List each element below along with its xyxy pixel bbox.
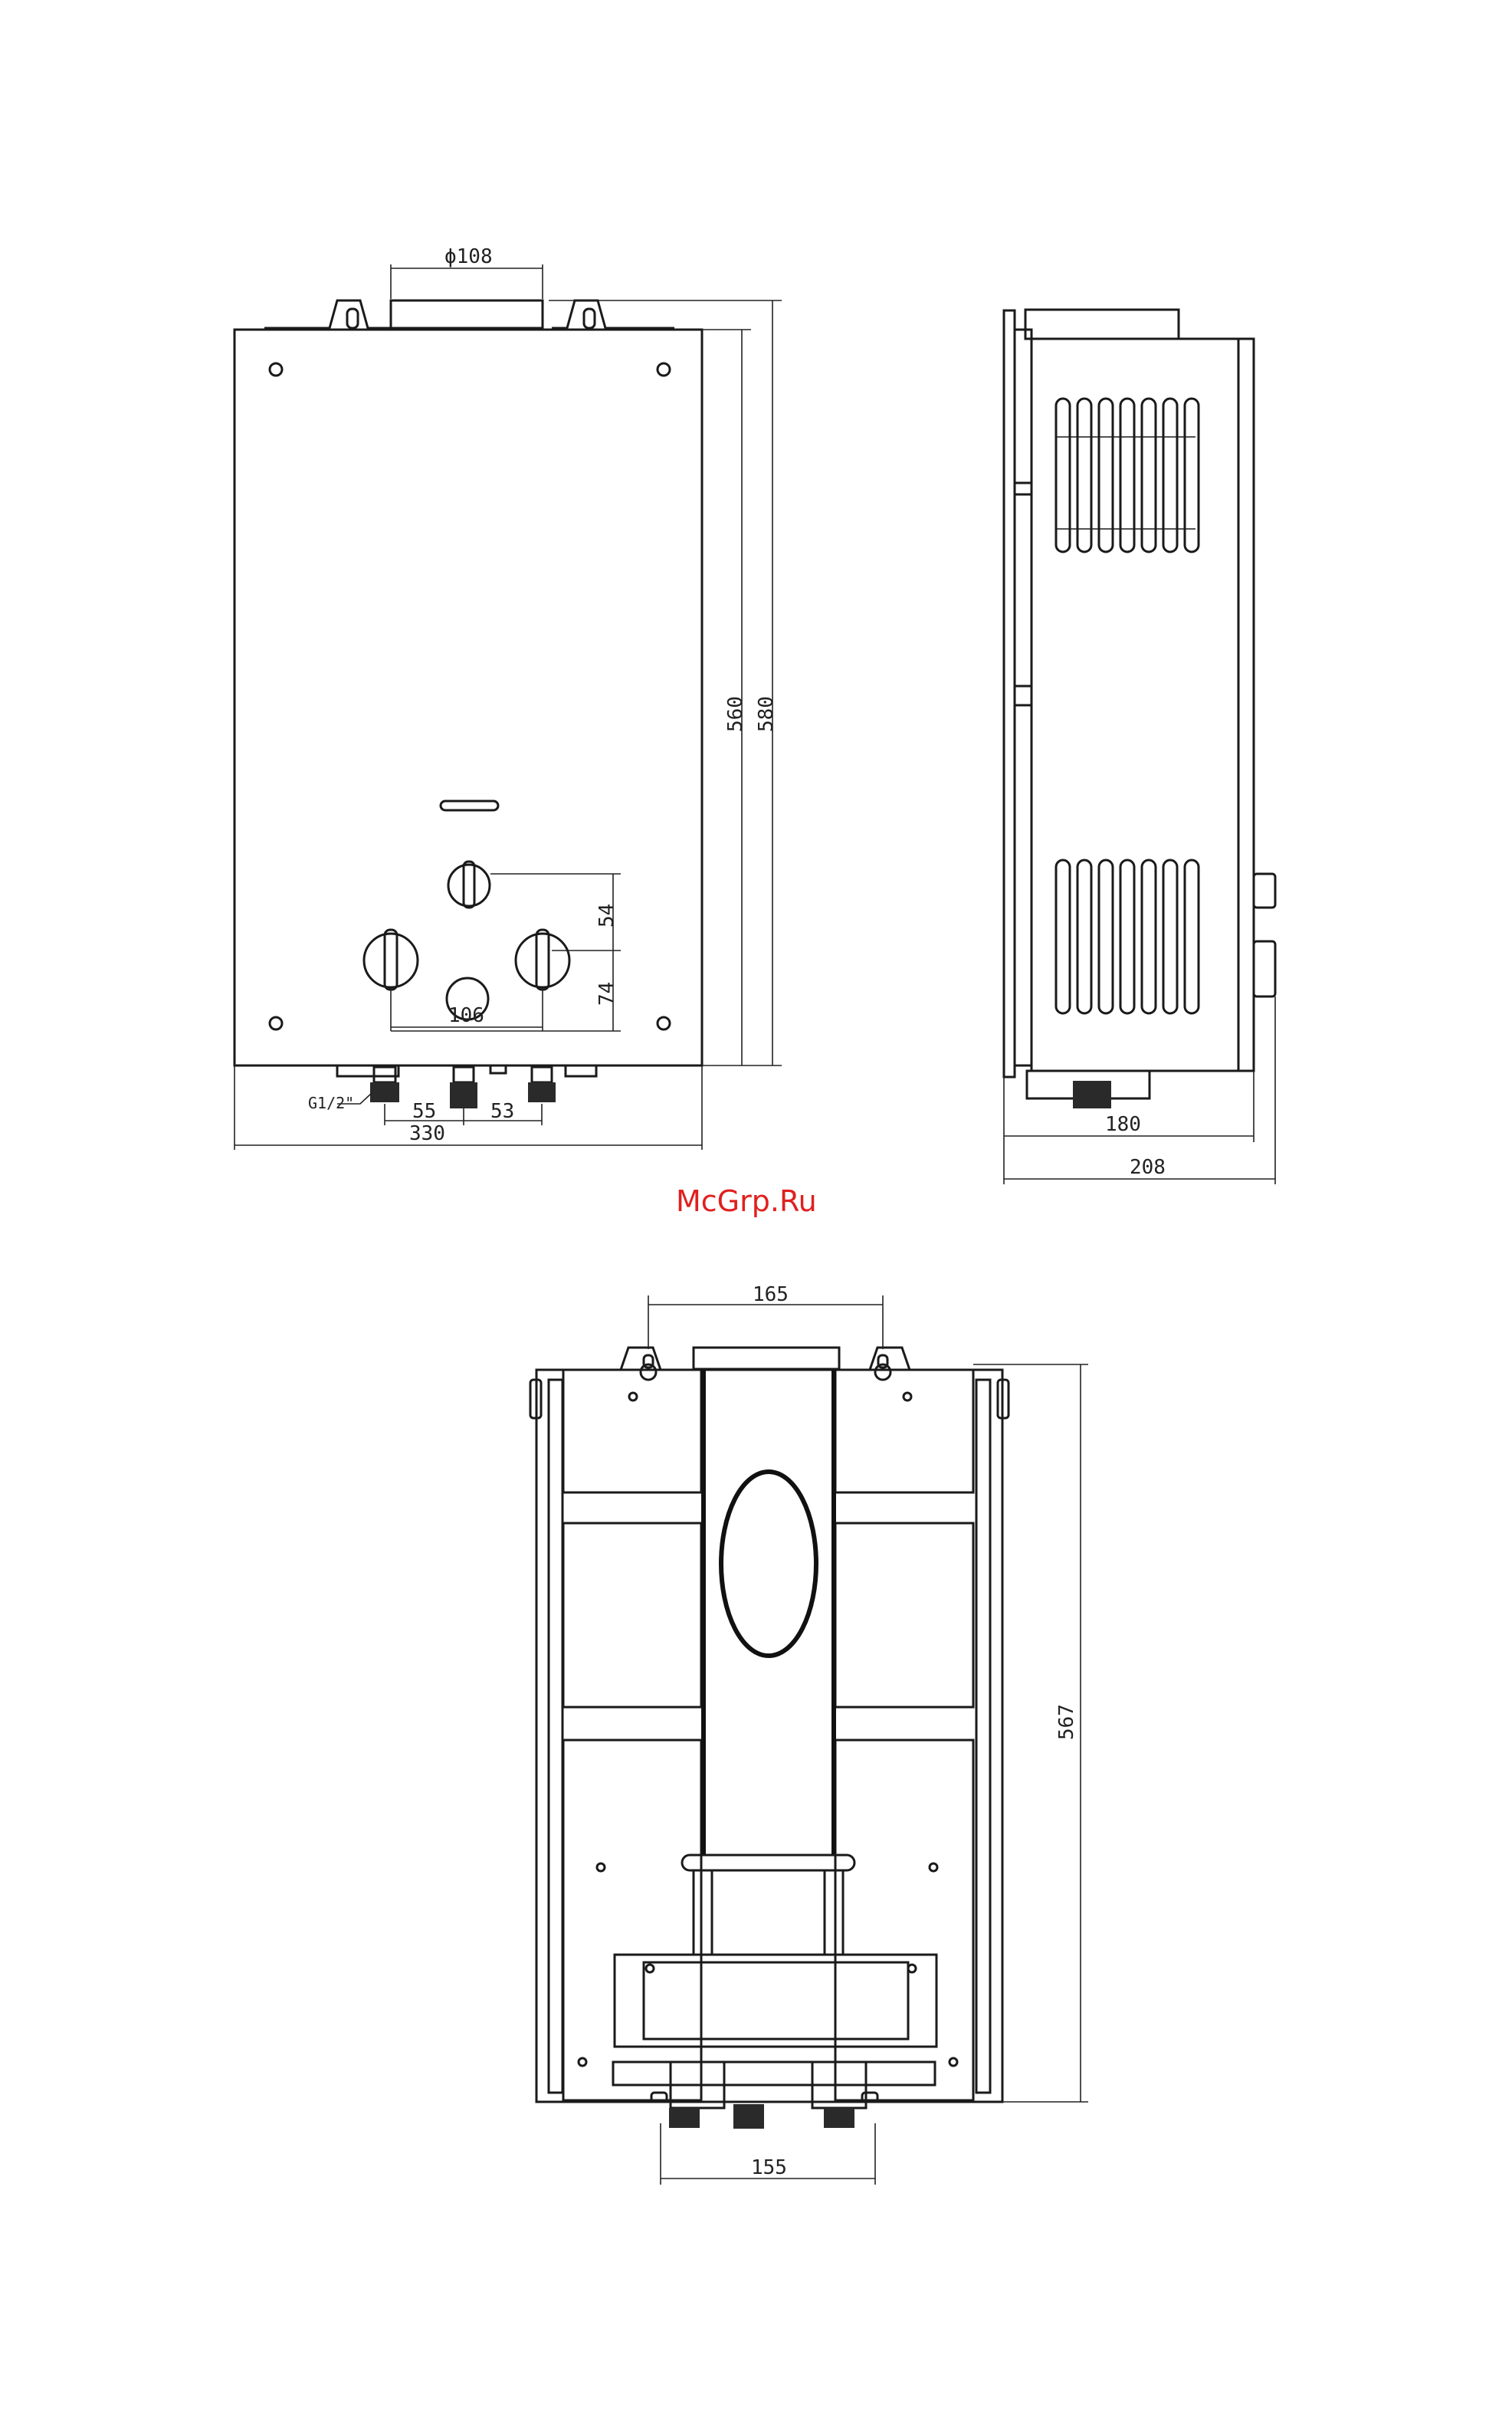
dim-pipe-spacing: 155 [751, 2156, 787, 2179]
gas-fitting [450, 1067, 477, 1108]
upper-vents [1056, 399, 1199, 552]
side-view [1004, 310, 1275, 1184]
dim-knob-offset-lower: 74 [595, 982, 618, 1006]
dim-depth-body: 180 [1105, 1113, 1141, 1136]
dim-knob-offset-upper: 54 [595, 904, 618, 928]
temperature-knob [448, 862, 490, 908]
dim-thread: G1/2" [308, 1094, 354, 1112]
dim-pipe-spacing-right: 53 [490, 1100, 514, 1123]
dim-width: 330 [409, 1122, 445, 1145]
dim-hook-spacing: 165 [753, 1283, 789, 1306]
dim-knob-spacing: 106 [448, 1004, 484, 1027]
watermark-text: McGrp.Ru [676, 1184, 817, 1218]
dim-depth-total: 208 [1130, 1156, 1166, 1179]
front-view [235, 264, 782, 1150]
outlet-fitting [528, 1067, 556, 1102]
gas-knob [364, 930, 418, 990]
lower-vents [1056, 860, 1199, 1013]
dim-pipe-spacing-left: 55 [412, 1100, 436, 1123]
dim-rear-height: 567 [1055, 1704, 1078, 1740]
rear-view [530, 1295, 1088, 2185]
dim-height-body: 560 [724, 696, 747, 732]
water-knob [516, 930, 569, 990]
dim-flue-diameter: ϕ108 [444, 245, 493, 268]
inlet-fitting [370, 1067, 399, 1102]
dim-height-total: 580 [755, 696, 778, 732]
